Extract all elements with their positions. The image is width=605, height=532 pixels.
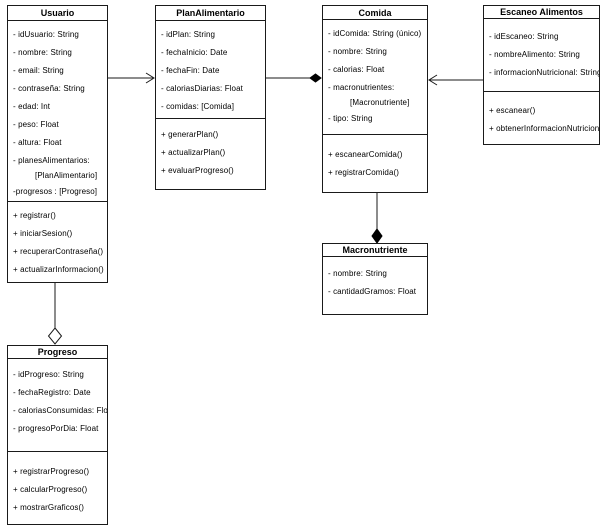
method-line: + recuperarContraseña() <box>13 246 104 256</box>
attribute-line: - macronutrientes: <box>328 82 395 92</box>
composition-comida-macronutriente[interactable] <box>371 193 383 244</box>
method-line: + obtenerInformacionNutricional <box>489 123 599 133</box>
class-comida-methods: + escanearComida() + registrarComida() <box>323 134 427 192</box>
attribute-line: - nombreAlimento: String <box>489 49 580 59</box>
attribute-line: - idPlan: String <box>161 29 216 39</box>
attribute-line: - caloriasConsumidas: Float <box>13 405 107 415</box>
filled-diamond-icon <box>371 228 383 244</box>
attribute-line: - nombre: String <box>13 47 72 57</box>
attribute-line: - caloriasDiarias: Float <box>161 83 243 93</box>
class-macronutriente[interactable]: Macronutriente - nombre: String - cantid… <box>322 243 428 315</box>
aggregation-usuario-progreso[interactable] <box>47 283 63 345</box>
class-comida-attributes: - idComida: String (único) - nombre: Str… <box>323 20 427 134</box>
attribute-line: - edad: Int <box>13 101 51 111</box>
class-escaneo-alimentos[interactable]: Escaneo Alimentos - idEscaneo: String - … <box>483 5 600 145</box>
method-line: + actualizarPlan() <box>161 147 226 157</box>
attribute-line: - idEscaneo: String <box>489 31 559 41</box>
open-arrow-icon <box>145 72 155 84</box>
attribute-line: - planesAlimentarios: <box>13 155 90 165</box>
method-line: + escanearComida() <box>328 149 403 159</box>
attribute-line: - tipo: String <box>328 113 373 123</box>
attribute-line: [Macronutriente] <box>350 98 410 107</box>
class-macronutriente-attributes: - nombre: String - cantidadGramos: Float <box>323 257 427 314</box>
method-line: + generarPlan() <box>161 129 219 139</box>
attribute-line: [PlanAlimentario] <box>35 171 98 180</box>
association-usuario-planalimentario[interactable] <box>108 72 155 84</box>
class-progreso-methods: + registrarProgreso() + calcularProgreso… <box>8 451 107 524</box>
attribute-line: -progresos : [Progreso] <box>13 186 98 196</box>
attribute-line: - email: String <box>13 65 64 75</box>
class-progreso-attributes: - idProgreso: String - fechaRegistro: Da… <box>8 359 107 451</box>
class-escaneo-alimentos-methods: + escanear() + obtenerInformacionNutrici… <box>484 91 599 144</box>
class-usuario-attributes: - idUsuario: String - nombre: String - e… <box>8 21 107 201</box>
method-line: + escanear() <box>489 105 536 115</box>
class-comida[interactable]: Comida - idComida: String (único) - nomb… <box>322 5 428 193</box>
class-planalimentario-attributes: - idPlan: String - fechaInicio: Date - f… <box>156 21 265 118</box>
attribute-line: - fechaFin: Date <box>161 65 220 75</box>
class-planalimentario-methods: + generarPlan() + actualizarPlan() + eva… <box>156 118 265 189</box>
class-macronutriente-title: Macronutriente <box>323 244 427 257</box>
attribute-line: - cantidadGramos: Float <box>328 286 417 296</box>
attribute-line: - peso: Float <box>13 119 59 129</box>
class-progreso[interactable]: Progreso - idProgreso: String - fechaReg… <box>7 345 108 525</box>
attribute-line: - calorias: Float <box>328 64 385 74</box>
method-line: + registrarProgreso() <box>13 466 90 476</box>
attribute-line: - comidas: [Comida] <box>161 101 235 111</box>
class-usuario-title: Usuario <box>8 6 107 21</box>
class-progreso-title: Progreso <box>8 346 107 359</box>
attribute-line: - idUsuario: String <box>13 29 79 39</box>
method-line: + registrarComida() <box>328 167 400 177</box>
attribute-line: - altura: Float <box>13 137 62 147</box>
class-escaneo-alimentos-title: Escaneo Alimentos <box>484 6 599 19</box>
method-line: + evaluarProgreso() <box>161 165 234 175</box>
attribute-line: - contraseña: String <box>13 83 85 93</box>
class-planalimentario[interactable]: PlanAlimentario - idPlan: String - fecha… <box>155 5 266 190</box>
open-arrow-icon <box>428 74 438 86</box>
method-line: + iniciarSesion() <box>13 228 73 238</box>
method-line: + registrar() <box>13 210 56 220</box>
attribute-line: - progresoPorDia: Float <box>13 423 99 433</box>
class-usuario-methods: + registrar() + iniciarSesion() + recupe… <box>8 201 107 282</box>
method-line: + actualizarInformacion() <box>13 264 104 274</box>
filled-diamond-icon <box>309 73 322 83</box>
attribute-line: - informacionNutricional: String <box>489 67 599 77</box>
attribute-line: - idComida: String (único) <box>328 28 422 38</box>
class-escaneo-alimentos-attributes: - idEscaneo: String - nombreAlimento: St… <box>484 19 599 91</box>
hollow-diamond-icon <box>47 327 63 345</box>
method-line: + mostrarGraficos() <box>13 502 85 512</box>
attribute-line: - fechaInicio: Date <box>161 47 228 57</box>
attribute-line: - nombre: String <box>328 46 387 56</box>
class-planalimentario-title: PlanAlimentario <box>156 6 265 21</box>
attribute-line: - nombre: String <box>328 268 387 278</box>
class-comida-title: Comida <box>323 6 427 20</box>
method-line: + calcularProgreso() <box>13 484 88 494</box>
association-escaneoalimentos-comida[interactable] <box>428 74 483 86</box>
class-usuario[interactable]: Usuario - idUsuario: String - nombre: St… <box>7 5 108 283</box>
composition-planalimentario-comida[interactable] <box>266 73 322 83</box>
attribute-line: - fechaRegistro: Date <box>13 387 91 397</box>
attribute-line: - idProgreso: String <box>13 369 84 379</box>
